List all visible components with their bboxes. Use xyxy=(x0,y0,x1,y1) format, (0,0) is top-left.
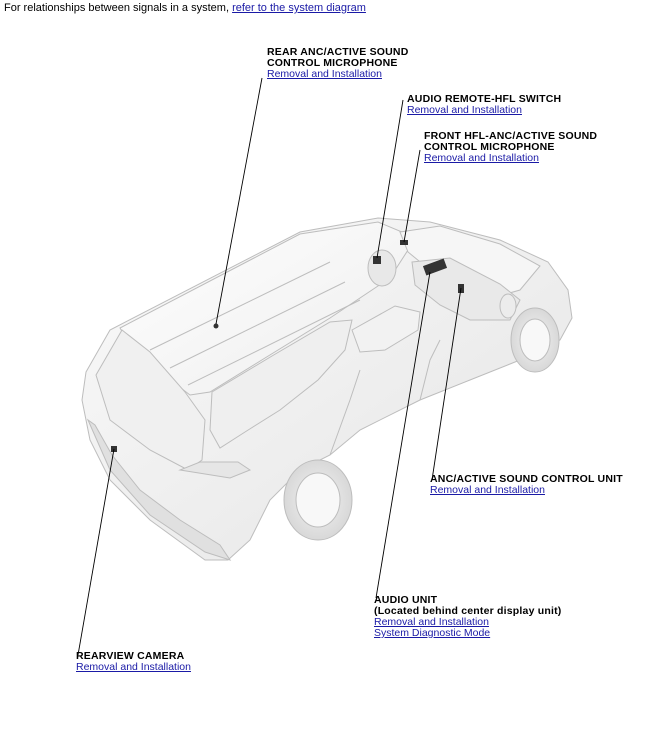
callout-anc-unit: ANC/ACTIVE SOUND CONTROL UNIT Removal an… xyxy=(430,474,623,496)
audio-unit-marker xyxy=(422,258,448,276)
remote-switch-marker xyxy=(373,256,381,264)
anc-unit-removal-link[interactable]: Removal and Installation xyxy=(430,484,545,496)
seats xyxy=(351,305,421,353)
front-wheel-rim xyxy=(519,318,551,362)
side-mirror xyxy=(499,293,517,319)
audio-unit-title-1: AUDIO UNIT xyxy=(374,594,438,606)
leader-rear-mic xyxy=(215,77,263,325)
dashboard xyxy=(411,257,521,321)
front-mic-marker xyxy=(400,240,408,245)
rear-mic-title-1: REAR ANC/ACTIVE SOUND xyxy=(267,46,409,58)
camera-title: REARVIEW CAMERA xyxy=(76,650,185,662)
side-windows xyxy=(209,319,353,449)
vehicle-body xyxy=(81,217,573,561)
remote-switch-removal-link[interactable]: Removal and Installation xyxy=(407,104,522,116)
front-mic-title-1: FRONT HFL-ANC/ACTIVE SOUND xyxy=(424,130,598,142)
callout-front-mic: FRONT HFL-ANC/ACTIVE SOUND CONTROL MICRO… xyxy=(424,131,597,164)
anc-unit-title: ANC/ACTIVE SOUND CONTROL UNIT xyxy=(430,473,623,485)
rear-mic-removal-link[interactable]: Removal and Installation xyxy=(267,68,382,80)
audio-unit-title-2: (Located behind center display unit) xyxy=(374,605,562,617)
roof-rail-lines xyxy=(149,261,361,386)
callout-rearview-camera: REARVIEW CAMERA Removal and Installation xyxy=(76,651,191,673)
rear-mic-marker xyxy=(213,323,219,329)
steering-wheel xyxy=(367,249,397,287)
system-diagram-link[interactable]: refer to the system diagram xyxy=(232,2,366,14)
callout-audio-unit: AUDIO UNIT (Located behind center displa… xyxy=(374,595,561,639)
rear-mic-title-2: CONTROL MICROPHONE xyxy=(267,57,398,69)
leader-anc-unit xyxy=(431,287,462,481)
callout-rear-mic: REAR ANC/ACTIVE SOUND CONTROL MICROPHONE… xyxy=(267,47,408,80)
rear-bumper xyxy=(86,418,232,561)
callout-audio-remote-switch: AUDIO REMOTE-HFL SWITCH Removal and Inst… xyxy=(407,94,561,116)
audio-unit-diagnostic-link[interactable]: System Diagnostic Mode xyxy=(374,627,491,639)
intro-line: For relationships between signals in a s… xyxy=(4,2,366,15)
door-lines xyxy=(329,339,441,456)
leader-audio-unit xyxy=(375,271,431,599)
leader-lines xyxy=(77,77,462,656)
leader-front-mic xyxy=(403,149,421,243)
remote-switch-title: AUDIO REMOTE-HFL SWITCH xyxy=(407,93,562,105)
leader-camera xyxy=(77,448,115,656)
intro-text: For relationships between signals in a s… xyxy=(4,2,233,14)
rear-window xyxy=(95,329,206,471)
taillight xyxy=(178,461,252,479)
rear-wheel-rim xyxy=(295,472,341,528)
leader-remote-switch xyxy=(376,99,404,259)
front-mic-title-2: CONTROL MICROPHONE xyxy=(424,141,555,153)
audio-unit-removal-link[interactable]: Removal and Installation xyxy=(374,616,489,628)
camera-removal-link[interactable]: Removal and Installation xyxy=(76,661,191,673)
front-mic-removal-link[interactable]: Removal and Installation xyxy=(424,152,539,164)
